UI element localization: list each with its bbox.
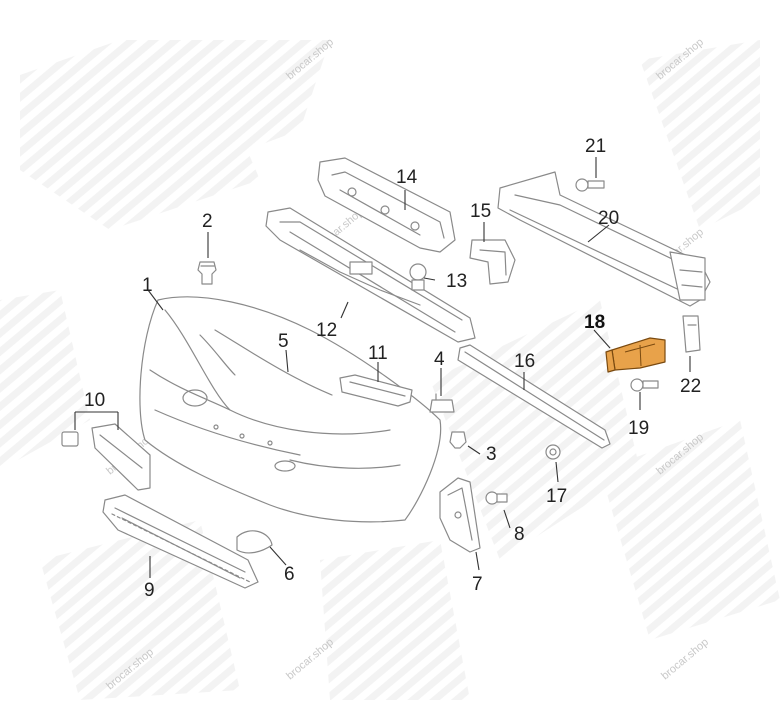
part-label-20: 20 (598, 208, 619, 229)
part-label-19: 19 (628, 418, 649, 439)
part-label-9: 9 (144, 580, 155, 601)
part-8-bolt (485, 491, 508, 505)
part-label-1: 1 (142, 275, 153, 296)
part-label-5: 5 (278, 331, 289, 352)
part-label-13: 13 (446, 271, 467, 292)
part-labels: 14 2 13 15 21 20 1 12 5 11 4 16 18 19 22… (84, 136, 701, 601)
part-label-4: 4 (434, 349, 445, 370)
part-label-6: 6 (284, 564, 295, 585)
part-15-bracket (469, 239, 516, 285)
part-label-12: 12 (316, 320, 337, 341)
part-10-retainer (61, 423, 151, 491)
part-20-reinforcement (497, 171, 711, 307)
part-3-clip (449, 431, 467, 449)
part-22-piece (682, 315, 701, 353)
part-1-bumper-cover (139, 296, 442, 523)
part-4-clip (429, 393, 455, 413)
part-19-bolt (630, 378, 659, 392)
part-14-absorber (317, 157, 456, 253)
part-label-17: 17 (546, 486, 567, 507)
part-label-10: 10 (84, 390, 105, 411)
part-7-bracket (439, 477, 481, 553)
part-21-bolt (575, 178, 605, 192)
part-16-rail (457, 344, 611, 449)
part-label-22: 22 (680, 376, 701, 397)
part-label-15: 15 (470, 201, 491, 222)
leader-lines (74, 157, 691, 578)
part-label-21: 21 (585, 136, 606, 157)
part-12-reinforcement (265, 207, 476, 343)
part-6-cover (236, 530, 273, 554)
part-label-3: 3 (486, 444, 497, 465)
part-13-clip (409, 263, 427, 291)
background-watermark (0, 40, 780, 700)
part-label-8: 8 (514, 524, 525, 545)
part-label-7: 7 (472, 574, 483, 595)
part-11-bracket (339, 374, 413, 407)
part-label-18: 18 (584, 312, 605, 333)
part-9-grille (102, 494, 259, 589)
part-label-2: 2 (202, 211, 213, 232)
part-18-bracket-highlighted (605, 337, 666, 373)
part-5-molding (214, 329, 333, 396)
part-label-16: 16 (514, 351, 535, 372)
part-17-nut (545, 444, 561, 460)
watermark-text: brocar.shop (659, 636, 711, 682)
part-2-clip (197, 261, 217, 285)
part-label-11: 11 (368, 343, 388, 364)
part-label-14: 14 (396, 167, 418, 188)
